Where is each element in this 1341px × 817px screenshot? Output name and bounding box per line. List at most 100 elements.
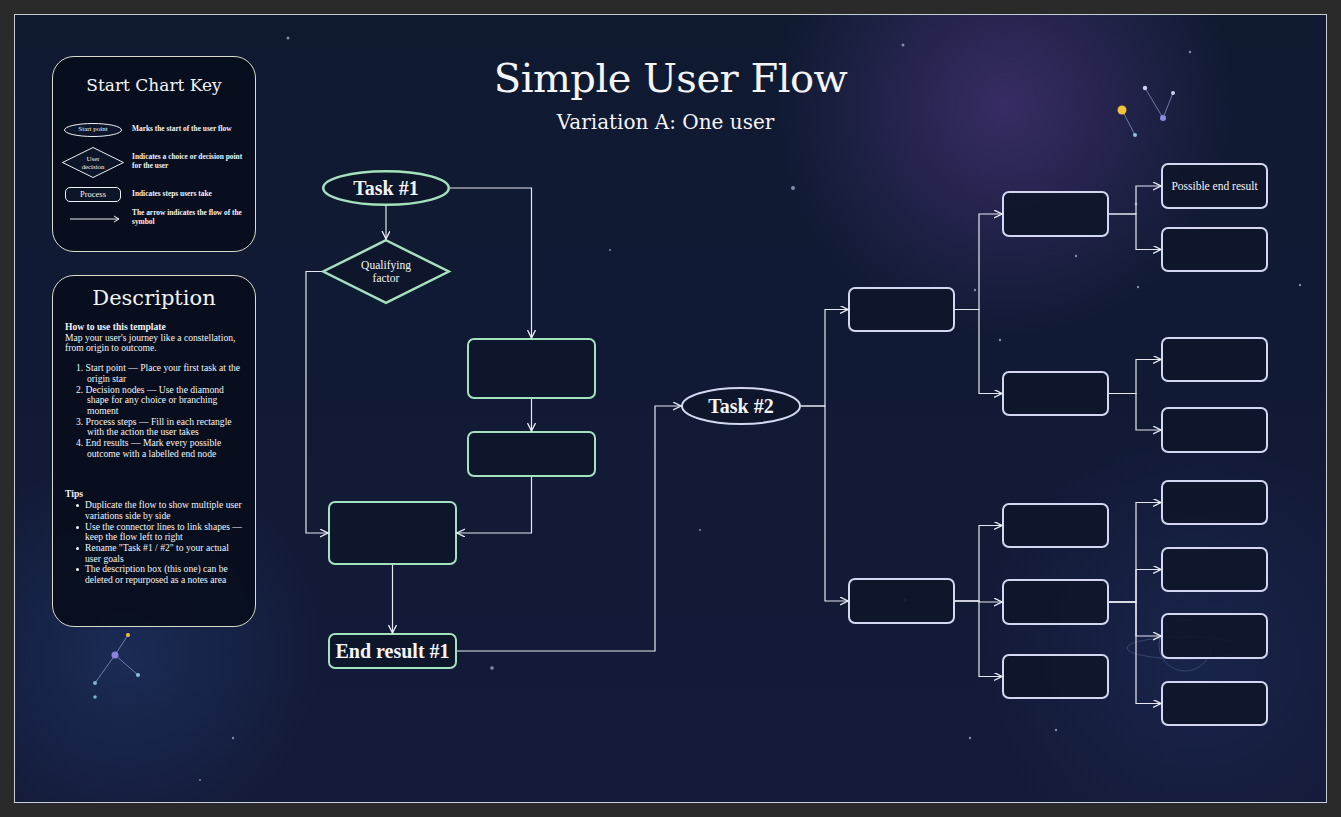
ellipse-shape bbox=[682, 388, 800, 424]
node-label-box: Task #1 bbox=[322, 170, 450, 206]
flow-connector bbox=[1109, 214, 1161, 250]
diamond-shape bbox=[63, 148, 124, 178]
step-item: 1. Start point — Place your first task a… bbox=[65, 363, 243, 384]
node-label-box: User decision bbox=[62, 147, 124, 178]
flow-connector bbox=[1109, 394, 1161, 431]
process-box bbox=[1002, 654, 1109, 699]
flow-connector bbox=[1109, 570, 1161, 603]
decision-sample: User decision bbox=[62, 147, 124, 178]
end-result-box bbox=[1161, 480, 1268, 525]
key-arrow-head bbox=[114, 216, 119, 222]
panel-heading: Start Chart Key bbox=[53, 75, 255, 95]
node-label: Qualifying factor bbox=[355, 259, 417, 283]
flow-connector bbox=[392, 565, 393, 633]
end-result-box bbox=[1161, 613, 1268, 659]
start-sample: Start point bbox=[64, 123, 122, 137]
node-label: End result #1 bbox=[335, 641, 449, 662]
node-label-box: End result #1 bbox=[330, 635, 455, 667]
start-ellipse: Task #2 bbox=[681, 387, 801, 425]
node-label: Possible end result bbox=[1171, 180, 1257, 192]
tip-text: Duplicate the flow to show multiple user… bbox=[85, 499, 242, 521]
end-result-box: End result #1 bbox=[328, 633, 457, 669]
flow-connector bbox=[1109, 602, 1161, 636]
legend-text: The arrow indicates the flow of the symb… bbox=[132, 209, 244, 226]
legend-text: Indicates steps users take bbox=[132, 190, 244, 199]
node-label-box: Qualifying factor bbox=[322, 239, 450, 304]
legend-text: Marks the start of the user flow bbox=[132, 125, 244, 134]
node-label: Task #1 bbox=[353, 178, 418, 199]
flow-connector bbox=[531, 399, 532, 431]
node-label-box: Process bbox=[66, 188, 120, 201]
panel-body: How to use this templateMap your user's … bbox=[65, 322, 243, 586]
diamond-shape bbox=[323, 240, 449, 303]
flow-connector bbox=[457, 477, 532, 533]
tip-item: The description box (this one) can be de… bbox=[65, 564, 243, 585]
flow-connector bbox=[955, 601, 1002, 677]
end-result-box: Possible end result bbox=[1161, 163, 1268, 209]
flow-connector bbox=[306, 272, 328, 534]
tip-item: Use the connector lines to link shapes —… bbox=[65, 522, 243, 543]
end-result-box bbox=[1161, 681, 1268, 726]
decision-diamond: Qualifying factor bbox=[322, 239, 450, 304]
step-item: 2. Decision nodes — Use the diamond shap… bbox=[65, 385, 243, 417]
node-label-box: Possible end result bbox=[1163, 165, 1266, 207]
process-box bbox=[1002, 503, 1109, 548]
node-label: Process bbox=[80, 190, 106, 199]
ellipse-shape bbox=[65, 124, 122, 137]
process-sample: Process bbox=[65, 187, 121, 202]
process-box bbox=[1002, 371, 1109, 416]
flow-connector bbox=[1109, 503, 1161, 603]
process-box bbox=[467, 431, 596, 477]
panel-heading: Description bbox=[53, 286, 255, 310]
bullet-dot bbox=[76, 526, 79, 529]
flow-connector bbox=[450, 188, 532, 338]
flow-connector bbox=[801, 310, 848, 407]
flow-connector bbox=[1109, 602, 1161, 704]
tip-text: The description box (this one) can be de… bbox=[85, 563, 228, 585]
bullet-dot bbox=[76, 547, 79, 550]
node-label-box: Task #2 bbox=[681, 387, 801, 425]
flow-connector bbox=[801, 406, 848, 601]
bullet-dot bbox=[76, 504, 79, 507]
process-box bbox=[1002, 191, 1109, 237]
description-panel: DescriptionHow to use this templateMap y… bbox=[52, 275, 256, 627]
flow-connector bbox=[457, 406, 681, 651]
flow-connector bbox=[1109, 186, 1161, 214]
flow-connector bbox=[1109, 360, 1161, 394]
end-result-box bbox=[1161, 547, 1268, 592]
node-label: User decision bbox=[76, 155, 110, 169]
flow-connector bbox=[955, 214, 1002, 310]
tip-item: Duplicate the flow to show multiple user… bbox=[65, 500, 243, 521]
body-text: Map your user's journey like a constella… bbox=[65, 333, 243, 354]
end-result-box bbox=[1161, 227, 1268, 272]
chart-subtitle: Variation A: One user bbox=[0, 110, 1336, 134]
flow-connector bbox=[955, 526, 1002, 602]
flow-connector bbox=[385, 206, 386, 239]
flow-connector bbox=[955, 310, 1002, 394]
legend-text: Indicates a choice or decision point for… bbox=[132, 153, 244, 170]
start-ellipse: Task #1 bbox=[322, 170, 450, 206]
tip-item: Rename "Task #1 / #2" to your actual use… bbox=[65, 543, 243, 564]
end-result-box bbox=[1161, 407, 1268, 453]
key-arrow-sample bbox=[70, 219, 119, 220]
process-box bbox=[848, 287, 955, 332]
step-item: 4. End results — Mark every possible out… bbox=[65, 438, 243, 459]
body-heading: Tips bbox=[65, 489, 243, 500]
tip-text: Use the connector lines to link shapes —… bbox=[85, 521, 242, 543]
bullet-dot bbox=[76, 568, 79, 571]
process-box bbox=[328, 501, 457, 565]
process-box bbox=[1002, 579, 1109, 625]
body-heading: How to use this template bbox=[65, 322, 243, 333]
process-box bbox=[848, 578, 955, 624]
chart-title: Simple User Flow bbox=[0, 55, 1341, 101]
process-box bbox=[467, 338, 596, 399]
node-label: Start point bbox=[78, 126, 107, 133]
ellipse-shape bbox=[323, 171, 449, 205]
key-panel: Start Chart KeyStart pointUser decisionP… bbox=[52, 56, 256, 252]
node-label-box: Start point bbox=[64, 123, 122, 137]
tip-text: Rename "Task #1 / #2" to your actual use… bbox=[85, 542, 229, 564]
node-label: Task #2 bbox=[708, 396, 773, 417]
flow-connector bbox=[955, 601, 1002, 602]
step-item: 3. Process steps — Fill in each rectangl… bbox=[65, 417, 243, 438]
end-result-box bbox=[1161, 337, 1268, 382]
